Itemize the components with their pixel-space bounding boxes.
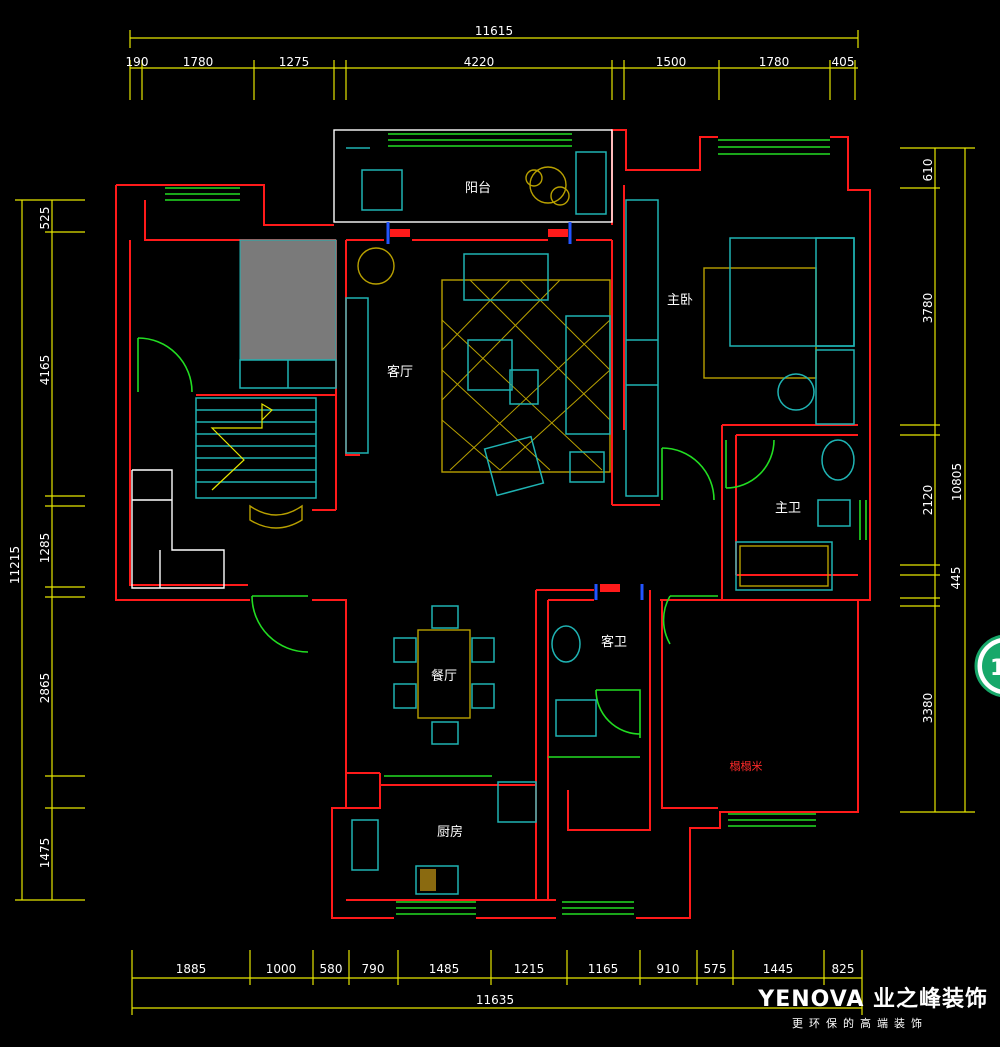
dim-left-seg: 525 bbox=[38, 207, 52, 230]
dim-top-seg: 1500 bbox=[656, 55, 687, 69]
dim-bottom-seg: 1215 bbox=[514, 962, 545, 976]
dimension-lines bbox=[15, 30, 975, 1015]
room-label-kitchen: 厨房 bbox=[437, 824, 463, 840]
dim-top-segments: 190 1780 1275 4220 1500 1780 405 bbox=[126, 55, 855, 69]
dim-bottom-seg: 825 bbox=[832, 962, 855, 976]
dim-right-seg: 2120 bbox=[921, 485, 935, 516]
dim-top-seg: 1275 bbox=[279, 55, 310, 69]
doors bbox=[137, 337, 775, 758]
furniture bbox=[195, 147, 855, 895]
room-label-master-bath: 主卫 bbox=[775, 501, 801, 516]
room-label-balcony: 阳台 bbox=[465, 181, 491, 196]
badge-text: 1 bbox=[990, 656, 1000, 681]
dim-top-seg: 1780 bbox=[759, 55, 790, 69]
dim-bottom-seg: 1485 bbox=[429, 962, 460, 976]
dim-bottom-segments: 1885 1000 580 790 1485 1215 1165 910 575… bbox=[176, 962, 855, 976]
dim-left-seg: 1475 bbox=[38, 838, 52, 869]
brand-slogan: 更环保的高端装饰 bbox=[792, 1016, 928, 1030]
dim-bottom-seg: 1000 bbox=[266, 962, 297, 976]
dim-right-seg: 610 bbox=[921, 159, 935, 182]
dim-bottom-seg: 910 bbox=[657, 962, 680, 976]
dim-left-seg: 1285 bbox=[38, 533, 52, 564]
dim-right-seg: 3780 bbox=[921, 293, 935, 324]
brand-logo-text: YENOVA 业之峰装饰 bbox=[757, 986, 988, 1012]
dim-left-seg: 4165 bbox=[38, 355, 52, 386]
dim-top-seg: 4220 bbox=[464, 55, 495, 69]
room-label-tatami: 榻榻米 bbox=[730, 759, 763, 773]
white-outlines bbox=[131, 129, 613, 589]
dim-bottom-seg: 575 bbox=[704, 962, 727, 976]
dim-left-segments: 525 4165 1285 2865 1475 bbox=[38, 207, 52, 869]
dim-bottom-seg: 1445 bbox=[763, 962, 794, 976]
dim-top-seg: 405 bbox=[832, 55, 855, 69]
dim-left-total: 11215 bbox=[8, 546, 22, 584]
room-label-guest-bath: 客卫 bbox=[601, 634, 627, 650]
dim-top-total: 11615 bbox=[475, 24, 513, 38]
room-labels: 阳台 客厅 主卧 主卫 客卫 餐厅 厨房 榻榻米 bbox=[387, 181, 801, 840]
brand-logo: YENOVA 业之峰装饰 更环保的高端装饰 bbox=[757, 986, 988, 1030]
dim-bottom-seg: 1885 bbox=[176, 962, 207, 976]
room-label-living: 客厅 bbox=[387, 364, 413, 380]
dim-left-seg: 2865 bbox=[38, 673, 52, 704]
dim-top-seg: 190 bbox=[126, 55, 149, 69]
dim-bottom-total: 11635 bbox=[476, 993, 514, 1007]
room-label-dining: 餐厅 bbox=[431, 668, 457, 684]
dim-bottom-seg: 1165 bbox=[588, 962, 619, 976]
dim-top-seg: 1780 bbox=[183, 55, 214, 69]
windows bbox=[165, 133, 867, 915]
dim-right-segments: 610 3780 2120 445 3380 bbox=[921, 159, 963, 724]
room-label-master-bedroom: 主卧 bbox=[667, 293, 693, 308]
dim-right-total: 10805 bbox=[950, 463, 964, 501]
dim-bottom-seg: 580 bbox=[320, 962, 343, 976]
dim-right-seg: 445 bbox=[949, 567, 963, 590]
walls bbox=[115, 129, 871, 919]
dim-right-seg: 3380 bbox=[921, 693, 935, 724]
dim-bottom-seg: 790 bbox=[362, 962, 385, 976]
circle-badge-icon[interactable]: 1 bbox=[974, 635, 1000, 697]
